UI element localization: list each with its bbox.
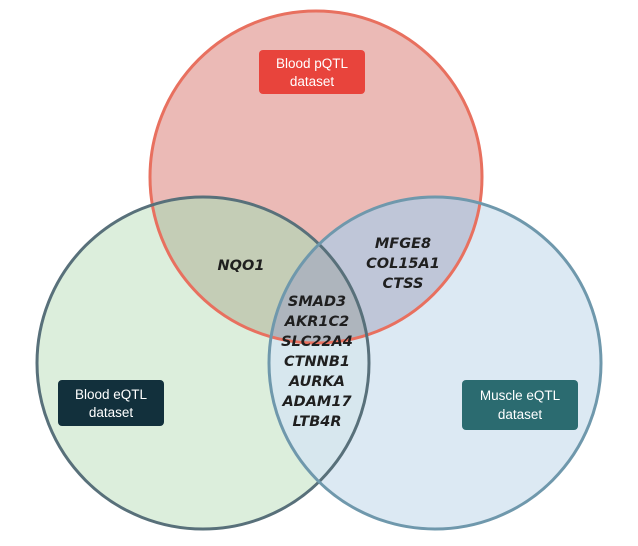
circle-muscle-eqtl: [269, 197, 601, 529]
gene-label: SLC22A4: [281, 334, 353, 350]
gene-label: LTB4R: [292, 414, 341, 430]
outline-blood-pqtl: [148, 9, 484, 345]
label-muscle-eqtl-line2: dataset: [498, 407, 543, 422]
region-all-three: SMAD3 AKR1C2 SLC22A4 CTNNB1 AURKA ADAM17…: [281, 294, 353, 430]
gene-label: ADAM17: [281, 394, 352, 410]
gene-label: AKR1C2: [284, 314, 349, 330]
gene-label: CTNNB1: [284, 354, 350, 370]
label-blood-eqtl-line1: Blood eQTL: [75, 387, 148, 402]
gene-label: AURKA: [288, 374, 345, 390]
label-blood-eqtl-line2: dataset: [89, 405, 134, 420]
pqtl-overlap-tint: [150, 197, 482, 343]
gene-label: CTSS: [383, 276, 424, 292]
label-box-blood-pqtl: [259, 50, 365, 94]
gene-label: COL15A1: [366, 256, 440, 272]
label-box-blood-eqtl: [58, 380, 164, 426]
outline-blood-eqtl: [35, 195, 371, 531]
region-pqtl-muscle-eqtl: MFGE8 COL15A1 CTSS: [366, 236, 440, 292]
label-box-muscle-eqtl: [462, 380, 578, 430]
label-blood-pqtl-line1: Blood pQTL: [276, 56, 349, 71]
gene-label: NQO1: [218, 258, 265, 274]
circle-blood-eqtl: [37, 197, 369, 529]
gene-label: MFGE8: [375, 236, 431, 252]
label-muscle-eqtl-line1: Muscle eQTL: [480, 388, 561, 403]
label-blood-pqtl: Blood pQTL dataset: [259, 50, 365, 94]
label-muscle-eqtl: Muscle eQTL dataset: [462, 380, 578, 430]
label-blood-pqtl-line2: dataset: [290, 74, 335, 89]
label-blood-eqtl: Blood eQTL dataset: [58, 380, 164, 426]
region-pqtl-blood-eqtl: NQO1: [218, 258, 265, 274]
gene-label: SMAD3: [288, 294, 346, 310]
outline-muscle-eqtl: [267, 195, 603, 531]
